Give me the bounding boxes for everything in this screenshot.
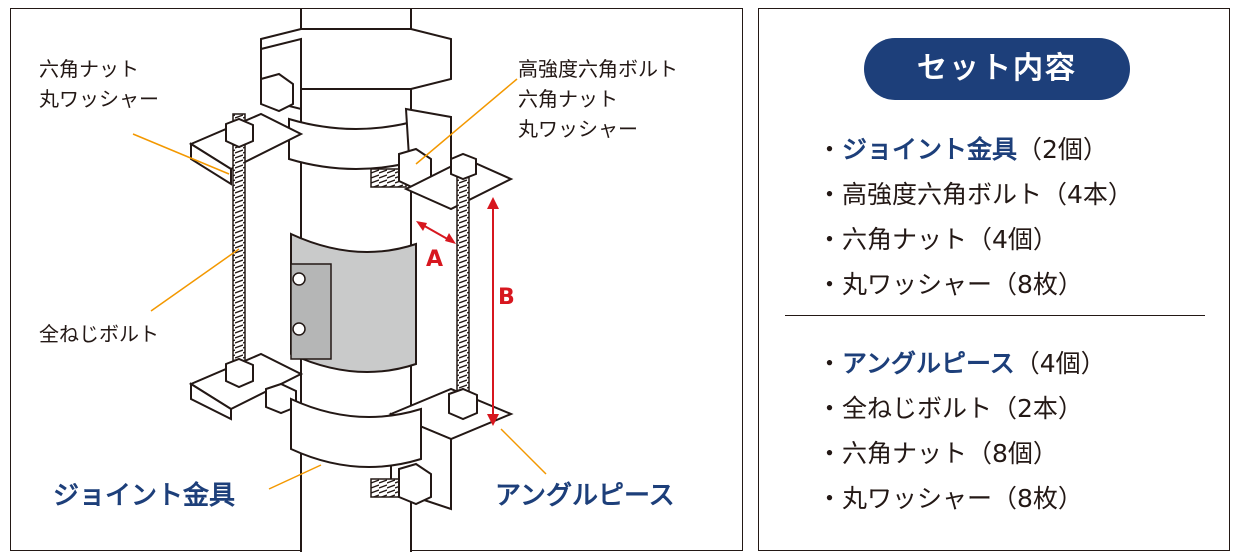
set-group-angle-piece: ・アングルピース（4個） ・全ねじボルト（2本） ・六角ナット（8個） ・丸ワッ… bbox=[817, 341, 1106, 521]
label-angle-piece: アングルピース bbox=[495, 481, 675, 511]
dimension-a-arrow bbox=[416, 221, 456, 244]
callout-text: 六角ナット bbox=[518, 87, 618, 111]
callout-nut-washer-upper-left: 六角ナット 丸ワッシャー bbox=[39, 54, 159, 114]
set-contents-panel: セット内容 ・ジョイント金具（2個） ・高強度六角ボルト（4本） ・六角ナット（… bbox=[758, 8, 1230, 551]
dimension-b-arrow bbox=[487, 197, 499, 426]
callout-full-thread-bolt: 全ねじボルト bbox=[39, 322, 159, 346]
bullet: ・ bbox=[817, 135, 843, 164]
list-item: ・六角ナット（8個） bbox=[817, 439, 1058, 468]
joint-sleeve bbox=[290, 232, 417, 373]
bullet: ・ bbox=[817, 349, 843, 378]
dimension-b-label: B bbox=[498, 285, 515, 310]
set-contents-title: セット内容 bbox=[864, 38, 1130, 100]
lower-joint-fitting bbox=[290, 397, 432, 506]
list-item: ・六角ナット（4個） bbox=[817, 225, 1058, 254]
item-name-highlight: ジョイント金具 bbox=[842, 135, 1018, 164]
assembly-illustration bbox=[132, 9, 547, 552]
list-item-header: ・ジョイント金具（2個） bbox=[817, 127, 1133, 172]
list-item: ・丸ワッシャー（8枚） bbox=[817, 270, 1083, 299]
item-name-highlight: アングルピース bbox=[842, 349, 1015, 378]
diagram-panel: 六角ナット 丸ワッシャー 高強度六角ボルト 六角ナット 丸ワッシャー 全ねじボル… bbox=[10, 8, 743, 552]
callout-high-strength-bolt: 高強度六角ボルト 六角ナット 丸ワッシャー bbox=[518, 54, 678, 144]
list-item: ・全ねじボルト（2本） bbox=[817, 394, 1083, 423]
section-divider bbox=[785, 315, 1205, 316]
item-quantity: （2個） bbox=[1017, 135, 1108, 164]
callout-text: 丸ワッシャー bbox=[39, 87, 159, 111]
callout-leaders bbox=[132, 78, 547, 490]
callout-text: 丸ワッシャー bbox=[518, 117, 638, 141]
list-item: ・高強度六角ボルト（4本） bbox=[817, 180, 1133, 209]
item-quantity: （4個） bbox=[1014, 349, 1106, 378]
list-item: ・丸ワッシャー（8枚） bbox=[817, 484, 1083, 513]
left-angle-pieces bbox=[188, 112, 304, 421]
list-item-header: ・アングルピース（4個） bbox=[817, 341, 1106, 386]
callout-text: 六角ナット bbox=[39, 57, 139, 81]
callout-text: 高強度六角ボルト bbox=[518, 57, 678, 81]
dimension-a-label: A bbox=[426, 247, 444, 272]
label-joint-fitting: ジョイント金具 bbox=[53, 481, 236, 511]
set-group-joint-fitting: ・ジョイント金具（2個） ・高強度六角ボルト（4本） ・六角ナット（4個） ・丸… bbox=[817, 127, 1133, 307]
